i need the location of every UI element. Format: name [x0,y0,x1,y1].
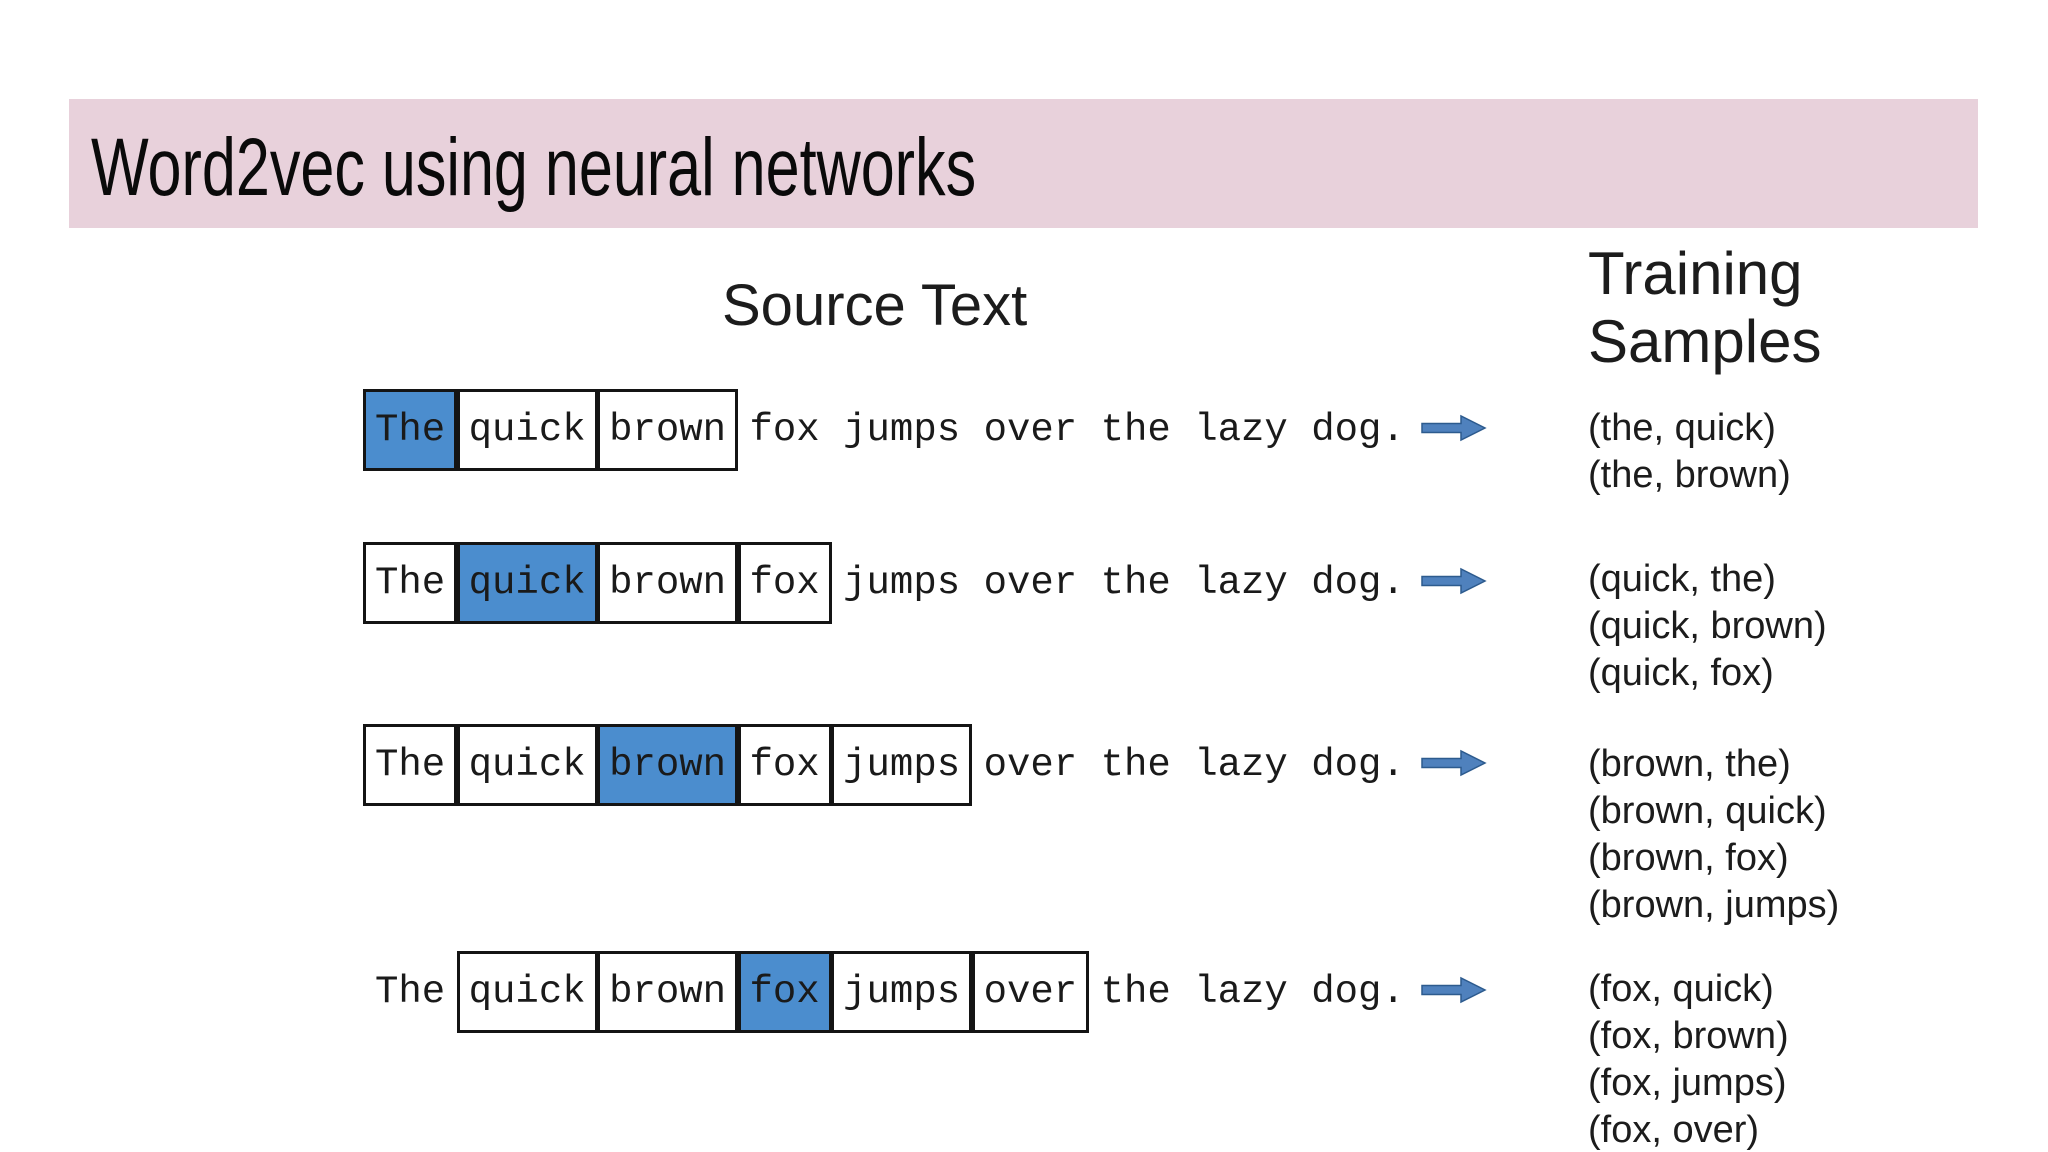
title-bar: Word2vec using neural networks [69,99,1978,228]
plain-word: The [375,970,446,1014]
plain-word: dog. [1311,561,1405,605]
plain-word: lazy [1194,970,1288,1014]
training-samples-heading-line2: Samples [1588,308,1822,375]
plain-word: the [1100,970,1171,1014]
training-sample: (fox, quick) [1588,968,1774,1010]
context-word: fox [737,542,832,624]
training-sample: (quick, brown) [1588,605,1827,647]
plain-word: dog. [1311,743,1405,787]
plain-word: the [1100,561,1171,605]
right-arrow-icon [1421,749,1487,776]
plain-word: lazy [1194,408,1288,452]
training-sample: (fox, brown) [1588,1015,1789,1057]
training-sample: (fox, over) [1588,1109,1760,1151]
plain-word: lazy [1194,743,1288,787]
training-samples-group: (quick, the) (quick, brown) (quick, fox) [1588,556,1827,697]
source-text-row: The quick brown fox jumps over the lazy … [363,389,1487,471]
right-arrow-icon [1421,414,1487,441]
plain-word: over [983,561,1078,605]
plain-word: jumps [843,561,961,605]
source-text-row: The quick brown fox jumps over the lazy … [363,724,1487,806]
plain-word: over [983,743,1078,787]
plain-word: dog. [1311,408,1405,452]
plain-word: dog. [1311,970,1405,1014]
context-word: brown [597,951,739,1033]
plain-word: lazy [1194,561,1288,605]
training-samples-group: (brown, the) (brown, quick) (brown, fox) (b… [1588,741,1839,929]
plain-word: over [983,408,1078,452]
right-arrow-icon [1421,976,1487,1003]
training-sample: (brown, quick) [1588,790,1827,832]
training-samples-group: (fox, quick) (fox, brown) (fox, jumps) (fox… [1588,966,1789,1152]
source-text-row: The quick brown fox jumps over the lazy … [363,542,1487,624]
plain-word: the [1100,408,1171,452]
context-word: quick [456,951,598,1033]
training-samples-heading-line1: Training [1588,240,1803,307]
context-word: The [363,724,458,806]
training-sample: (quick, the) [1588,558,1776,600]
context-word: over [971,951,1090,1033]
training-sample: (the, quick) [1588,407,1776,449]
input-word: The [363,389,458,471]
training-sample: (quick, fox) [1588,652,1774,694]
training-sample: (the, brown) [1588,454,1791,496]
input-word: brown [597,724,739,806]
context-word: quick [456,389,598,471]
input-word: quick [456,542,598,624]
training-sample: (brown, the) [1588,743,1791,785]
source-text-heading: Source Text [722,273,1028,338]
plain-word: jumps [843,408,961,452]
right-arrow-icon [1421,567,1487,594]
context-word: jumps [831,724,973,806]
training-sample: (brown, fox) [1588,837,1789,879]
plain-word: the [1100,743,1171,787]
training-samples-heading: Training Samples [1588,240,1821,376]
context-word: quick [456,724,598,806]
context-word: jumps [831,951,973,1033]
source-text-row: The quick brown fox jumps over the lazy … [375,951,1487,1033]
training-samples-group: (the, quick) (the, brown) [1588,405,1791,499]
plain-word: fox [749,408,820,452]
context-word: brown [597,389,739,471]
training-sample: (fox, jumps) [1588,1062,1787,1104]
context-word: brown [597,542,739,624]
context-word: The [363,542,458,624]
context-word: fox [737,724,832,806]
training-sample: (brown, jumps) [1588,884,1840,926]
slide-title: Word2vec using neural networks [91,121,977,213]
input-word: fox [737,951,832,1033]
